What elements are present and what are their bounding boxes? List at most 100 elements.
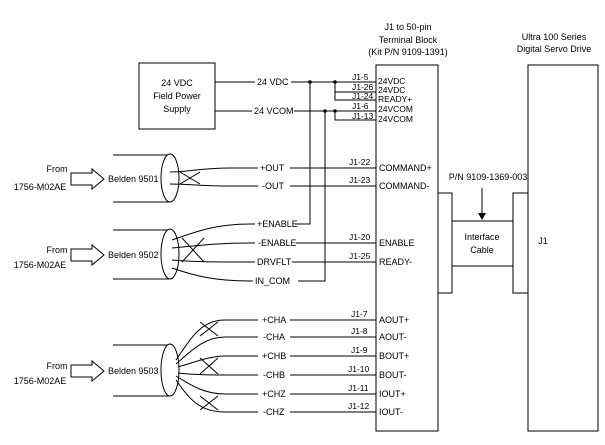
interface-cable-label-1: Interface	[464, 232, 499, 242]
servo-drive-title-2: Digital Servo Drive	[517, 44, 592, 54]
cable-1-arrow-icon	[70, 167, 105, 191]
signal-pin-9: J1-10	[348, 364, 370, 374]
signal-wire-8: +CHB	[262, 351, 286, 361]
signal-wire-0: +OUT	[260, 163, 285, 173]
signal-pin-10: J1-11	[348, 383, 369, 393]
cable-3-end	[160, 343, 180, 397]
wire-out-minus	[169, 183, 258, 187]
cable-1-label: Belden 9501	[108, 174, 159, 184]
servo-drive	[527, 64, 599, 432]
lead-in-com	[298, 111, 326, 282]
signal-name-7: AOUT-	[379, 332, 407, 342]
cable-3-label: Belden 9503	[108, 366, 159, 376]
power-pin-name-4: 24VCOM	[378, 114, 413, 124]
power-supply-label-1: 24 VDC	[161, 78, 193, 88]
signal-wire-9: -CHB	[263, 370, 285, 380]
terminal-block-title-3: (Kit P/N 9109-1391)	[368, 47, 448, 57]
power-supply-label-2: Field Power	[153, 91, 201, 101]
signal-name-3: ENABLE	[379, 238, 415, 248]
wire-out-plus	[169, 167, 258, 173]
signal-name-6: AOUT+	[379, 315, 409, 325]
wire-cha-minus	[175, 336, 258, 365]
field-power-supply	[138, 62, 216, 130]
cable-3-twist	[199, 321, 219, 411]
interface-cable-box	[451, 220, 514, 267]
signal-pin-0: J1-22	[349, 157, 371, 167]
signal-name-4: READY-	[379, 257, 412, 267]
power-pin-2: J1-24	[352, 91, 374, 101]
cable-2-source: 1756-M02AE	[14, 260, 67, 270]
servo-drive-title-1: Ultra 100 Series	[522, 32, 587, 42]
cable-1-source: 1756-M02AE	[14, 182, 67, 192]
signal-name-0: COMMAND+	[379, 163, 432, 173]
signal-name-10: IOUT+	[379, 389, 406, 399]
drive-connector	[512, 192, 529, 294]
signal-wire-7: -CHA	[263, 332, 285, 342]
power-pin-name-0: 24VDC	[378, 76, 405, 86]
cable-1-end	[160, 153, 180, 203]
signal-wire-5: IN_COM	[255, 276, 290, 286]
cable-2-label: Belden 9502	[108, 250, 159, 260]
power-pin-name-2: READY+	[378, 94, 412, 104]
signal-wire-10: +CHZ	[262, 389, 286, 399]
signal-wire-4: DRVFLT	[257, 257, 292, 267]
junction-vcom	[333, 109, 337, 113]
signal-name-1: COMMAND-	[379, 181, 430, 191]
interface-cable-pn: P/N 9109-1369-003	[449, 172, 528, 182]
signal-wire-1: -OUT	[262, 181, 284, 191]
interface-cable-label-2: Cable	[470, 245, 494, 255]
signal-pin-7: J1-8	[351, 326, 368, 336]
power-pin-0: J1-5	[352, 72, 369, 82]
power-supply-label-3: Supply	[163, 104, 191, 114]
wire-in-com	[171, 267, 253, 282]
servo-drive-port: J1	[538, 236, 548, 246]
signal-wire-6: +CHA	[262, 315, 286, 325]
power-pin-name-3: 24VCOM	[378, 104, 413, 114]
cable-1-from: From	[47, 164, 68, 174]
cable-2-from: From	[47, 245, 68, 255]
wire-enable-plus	[171, 223, 255, 241]
terminal-block-title-1: J1 to 50-pin	[384, 22, 431, 32]
cable-3-arrow-icon	[70, 359, 105, 383]
pin-lead-j1-13	[334, 111, 376, 121]
wire-enable-minus	[171, 242, 255, 249]
signal-pin-3: J1-20	[349, 232, 371, 242]
junction-in-com	[323, 109, 327, 113]
terminal-block-title-2: Terminal Block	[379, 35, 438, 45]
signal-pin-11: J1-12	[348, 401, 370, 411]
power-pin-4: J1-13	[352, 111, 374, 121]
wire-drvflt	[171, 259, 255, 263]
signal-pin-1: J1-23	[349, 175, 371, 185]
wire-chb-plus	[177, 355, 258, 368]
terminal-block	[375, 64, 439, 432]
signal-wire-3: -ENABLE	[258, 238, 297, 248]
vcom-label: 24 VCOM	[254, 106, 294, 116]
wire-chz-plus	[175, 375, 258, 395]
cable-3-source: 1756-M02AE	[14, 376, 67, 386]
signal-pin-8: J1-9	[351, 345, 368, 355]
power-pin-name-1: 24VDC	[378, 85, 405, 95]
signal-name-9: BOUT-	[379, 370, 407, 380]
junction-vdc	[333, 80, 337, 84]
cable-2-twist	[181, 237, 205, 263]
cable-1-twist	[179, 171, 201, 185]
signal-pin-4: J1-25	[349, 251, 371, 261]
signal-wire-11: -CHZ	[263, 407, 285, 417]
signal-name-11: IOUT-	[379, 407, 403, 417]
signal-wire-2: +ENABLE	[257, 219, 298, 229]
pn-pointer-arrow	[478, 213, 486, 220]
junction-enable	[308, 80, 312, 84]
lead-enable-plus	[295, 82, 311, 225]
power-pin-3: J1-6	[352, 101, 369, 111]
wire-cha-plus	[175, 319, 258, 361]
power-pin-1: J1-26	[352, 82, 374, 92]
cable-2-end	[160, 228, 180, 280]
wire-chz-minus	[175, 379, 258, 413]
vdc-label: 24 VDC	[257, 77, 289, 87]
terminal-connector	[437, 192, 453, 294]
cable-2-arrow-icon	[70, 243, 105, 267]
signal-pin-6: J1-7	[351, 309, 368, 319]
pin-lead-j1-24	[334, 92, 376, 101]
